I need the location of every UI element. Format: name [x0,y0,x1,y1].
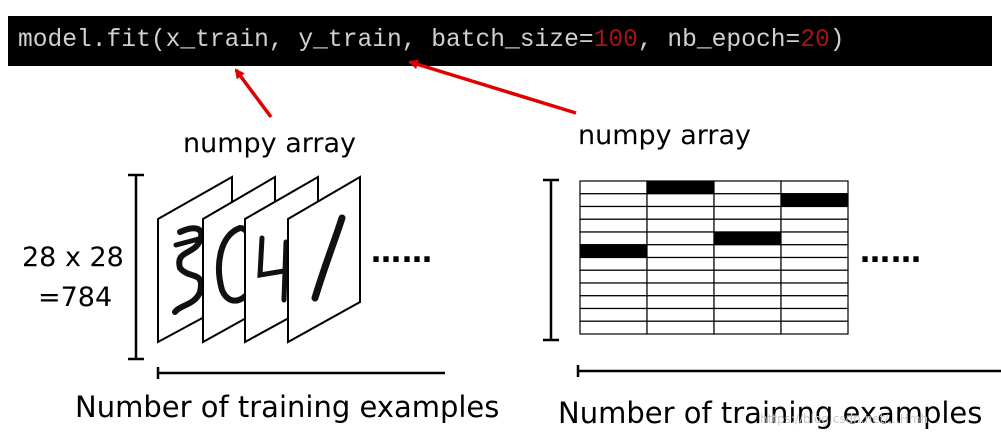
matrix-cell [579,205,648,220]
arrow-to-x-train [234,68,273,119]
matrix-cell [713,320,782,335]
matrix-cell [780,231,849,246]
matrix-cell [780,180,849,195]
matrix-cell [780,269,849,284]
matrix-cell [713,295,782,310]
matrix-cell [646,282,715,297]
x-axis-label-right: Number of training examples [558,396,983,430]
matrix-cell-filled [646,180,715,195]
digit-card-4 [287,175,361,344]
x-axis-label-left: Number of training examples [75,390,500,424]
matrix-cell [780,218,849,233]
matrix-cell [646,231,715,246]
matrix-cell [713,180,782,195]
matrix-cell [780,205,849,220]
matrix-cell [579,218,648,233]
matrix-cell [579,282,648,297]
code-bar [8,16,992,66]
matrix-cell [780,307,849,322]
matrix-cell [646,205,715,220]
numpy-array-label-left: numpy array [183,128,357,159]
matrix-cell [780,295,849,310]
matrix-cell [579,231,648,246]
dimension-label-line2: =784 [38,282,113,313]
matrix-cell [646,193,715,208]
ellipsis-left: …… [371,235,433,270]
code-nb-epoch: 20 [800,27,830,54]
matrix-cell [713,256,782,271]
matrix-cell [713,205,782,220]
matrix-cell [579,295,648,310]
code-line: model.fit(x_train, y_train, batch_size=1… [18,26,845,56]
numpy-array-label-right: numpy array [578,120,752,151]
matrix-cell [579,256,648,271]
matrix-cell [780,320,849,335]
matrix-cell [713,307,782,322]
matrix-cell [646,256,715,271]
matrix-cell [780,256,849,271]
matrix-cell-filled [713,231,782,246]
code-suffix: ) [829,27,845,54]
code-middle: , nb_epoch= [637,27,801,54]
matrix-cell [713,193,782,208]
matrix-cell [646,295,715,310]
matrix-cell [579,320,648,335]
matrix-cell-filled [780,193,849,208]
matrix-cell [713,282,782,297]
matrix-cell-filled [579,244,648,259]
matrix-cell [646,218,715,233]
matrix-cell [646,244,715,259]
matrix-cell [646,269,715,284]
arrow-to-y-train [408,59,577,115]
matrix-cell [713,269,782,284]
matrix-cell [579,269,648,284]
matrix-cell [713,244,782,259]
matrix-cell [579,193,648,208]
matrix-cell [646,307,715,322]
matrix-cell [780,282,849,297]
code-prefix: model.fit(x_train, y_train, batch_size= [18,27,594,54]
code-batch-size: 100 [593,27,638,54]
matrix-cell [780,244,849,259]
ellipsis-right: …… [860,235,922,270]
watermark: https://blog.csdn.net/...Hmh [760,412,929,426]
matrix-cell [579,307,648,322]
matrix-cell [579,180,648,195]
matrix-cell [713,218,782,233]
dimension-label-line1: 28 x 28 [22,242,124,273]
matrix-cell [646,320,715,335]
label-matrix [579,180,849,335]
